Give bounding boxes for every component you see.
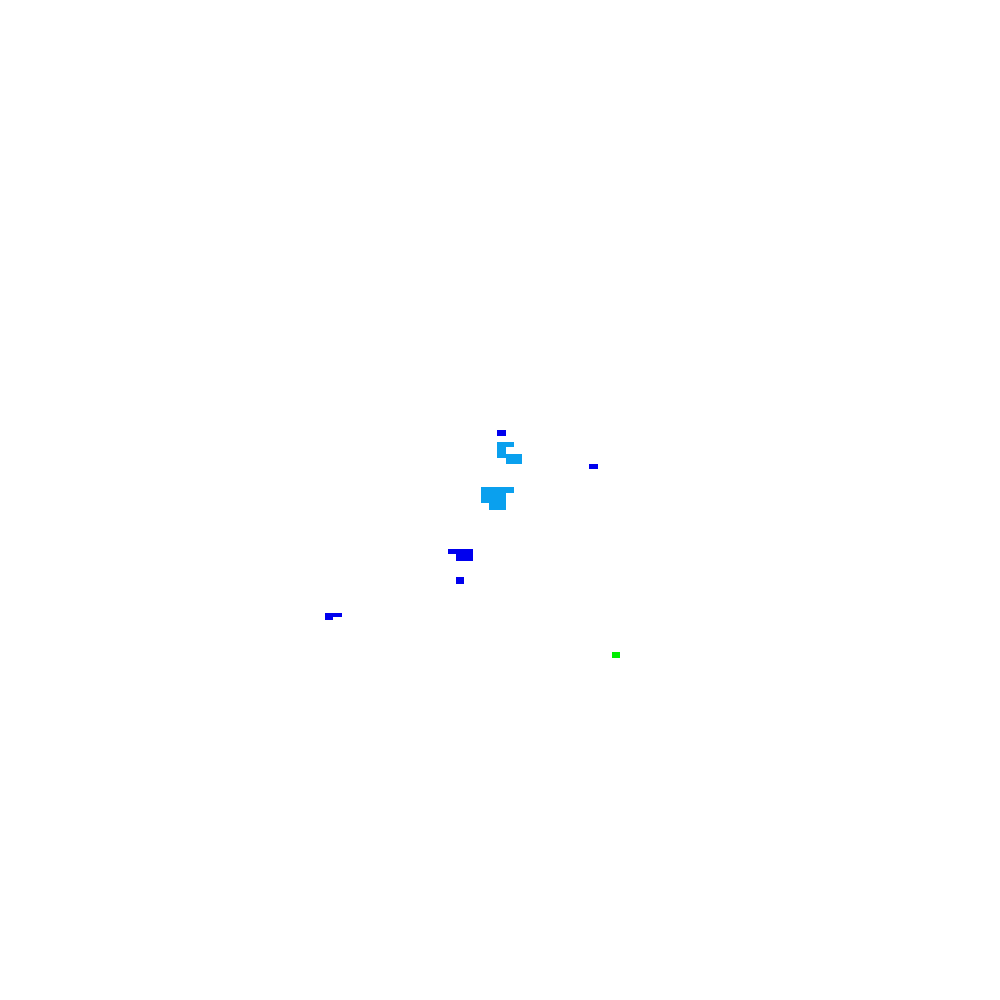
cell-dark-blue-mid-b xyxy=(456,554,473,561)
cell-dark-blue-top xyxy=(497,430,506,436)
cell-light-blue-upper-b xyxy=(497,447,506,458)
cell-dark-blue-small xyxy=(456,577,464,584)
cell-dark-blue-left-b xyxy=(325,617,333,620)
cell-dark-blue-mid-a xyxy=(448,549,473,554)
cell-dark-blue-left-a xyxy=(325,613,342,617)
cell-green xyxy=(612,652,620,658)
cell-light-blue-center-a xyxy=(481,487,514,493)
cell-light-blue-center-b xyxy=(481,493,506,503)
cell-light-blue-center-c xyxy=(489,503,506,510)
cell-light-blue-upper-a xyxy=(497,442,514,447)
cell-light-blue-upper-c xyxy=(506,454,522,464)
cell-dark-blue-right xyxy=(589,464,598,469)
